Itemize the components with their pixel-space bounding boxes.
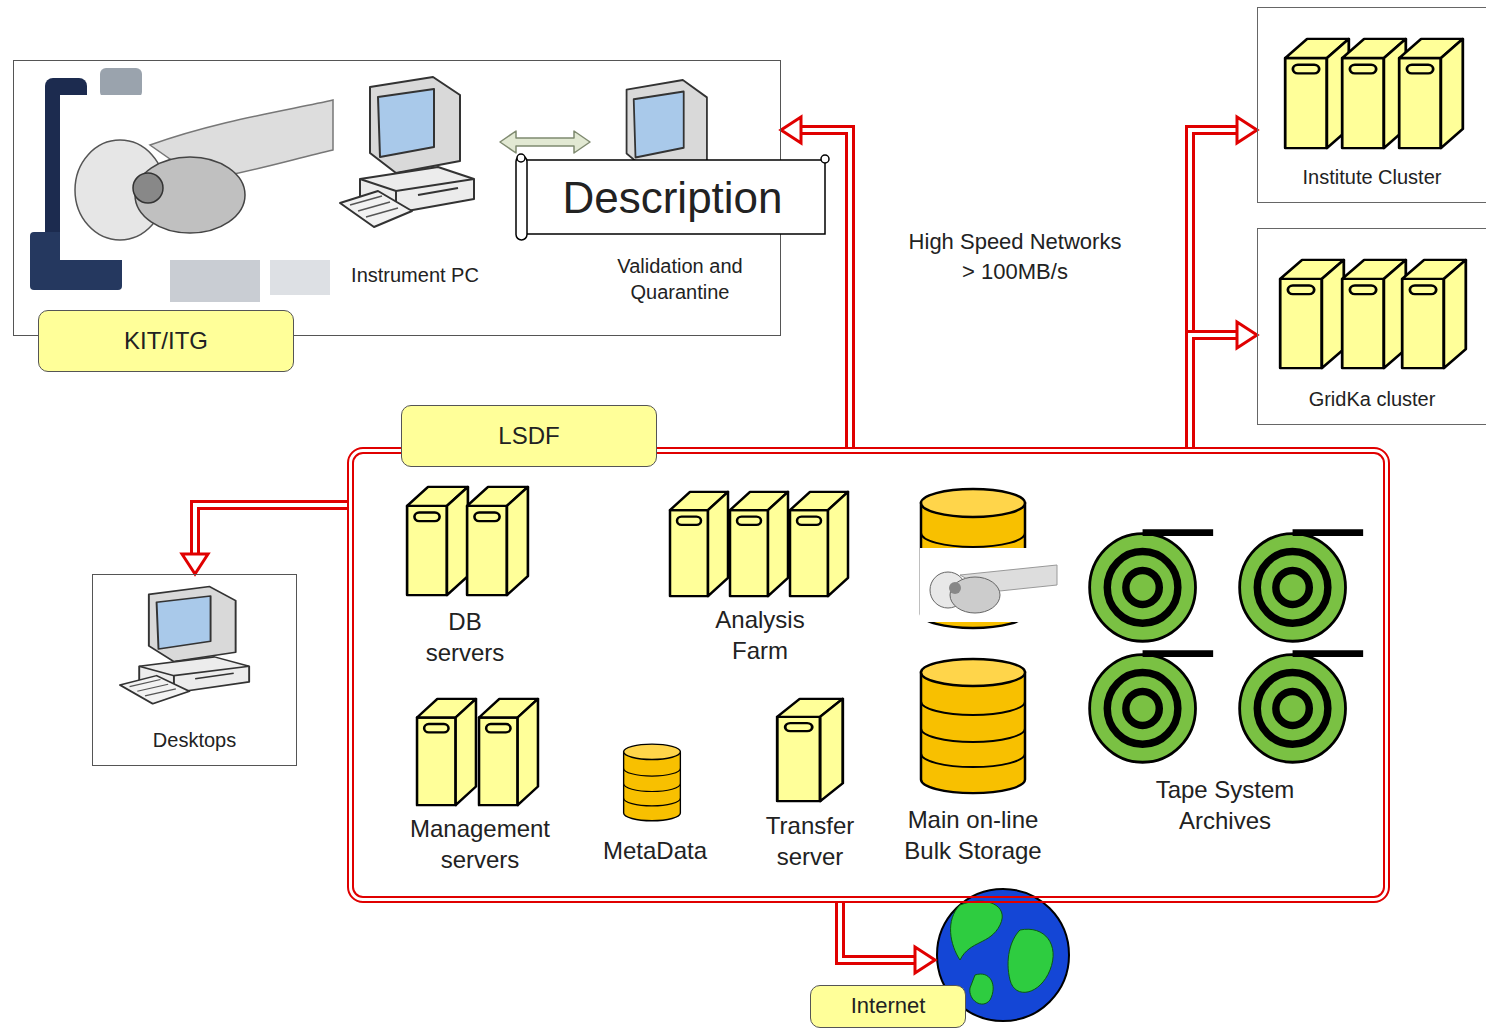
- server-icon: [1285, 39, 1349, 148]
- rect-part: [270, 255, 330, 295]
- disk-icon: [624, 744, 681, 821]
- arrow-head: [182, 554, 208, 574]
- scroll-body: [525, 160, 825, 234]
- tag-label: Internet: [810, 985, 966, 1028]
- arrow-head: [781, 117, 801, 143]
- node-label: DB servers: [410, 606, 520, 668]
- scroll-curl: [821, 155, 829, 163]
- link-outline: [195, 505, 347, 558]
- network-link: [840, 903, 935, 973]
- desktop-icon: [120, 587, 249, 704]
- tag-label: KIT/ITG: [38, 310, 294, 372]
- node-label: Desktops: [100, 727, 290, 753]
- link-outline: [1190, 335, 1241, 447]
- scroll-curl: [517, 154, 525, 162]
- double-arrow: [500, 131, 590, 153]
- server-icon: [479, 699, 538, 805]
- server-icon: [670, 492, 728, 596]
- node-label: Main on-line Bulk Storage: [893, 804, 1053, 866]
- tape-reel: [1240, 654, 1364, 763]
- link-core: [1190, 130, 1241, 447]
- server-icon: [1402, 260, 1466, 368]
- tape-reel: [1090, 654, 1214, 763]
- zebrafish-thumbnail: [920, 548, 1057, 622]
- server-icon: [1342, 39, 1406, 148]
- node-label: Instrument PC: [330, 262, 500, 288]
- link-core: [1190, 335, 1241, 447]
- instrument-pc-icon: [340, 77, 474, 227]
- cluster-box: GridKa cluster: [1257, 228, 1486, 425]
- server-icon: [407, 487, 468, 595]
- network-link: [500, 131, 590, 153]
- computer-node: Instrument PC: [330, 75, 500, 290]
- server-icon: [1342, 260, 1406, 368]
- path-part: [1008, 929, 1053, 992]
- link-core: [840, 903, 919, 960]
- server-group: DB servers: [395, 480, 535, 672]
- node-label: Institute Cluster: [1262, 164, 1482, 190]
- desktop-box: Desktops: [92, 574, 297, 766]
- tape-reel: [1240, 533, 1364, 642]
- scroll-roll: [516, 156, 527, 240]
- link-core: [195, 505, 347, 558]
- network-link: [1190, 322, 1257, 447]
- scroll-callout: Description: [513, 152, 832, 243]
- ellipse-part: [950, 577, 1000, 613]
- server-group: Analysis Farm: [660, 485, 860, 670]
- server-icon: [1399, 39, 1463, 148]
- cluster-box: Institute Cluster: [1257, 7, 1486, 203]
- node-label: MetaData: [590, 835, 720, 866]
- server-icon: [467, 487, 528, 595]
- rect-part: [60, 95, 333, 260]
- path-part: [951, 901, 1003, 960]
- circle-part: [133, 173, 163, 203]
- network-note: High Speed Networks: [909, 229, 1122, 255]
- tag-label: LSDF: [401, 405, 657, 467]
- node-label: Transfer server: [755, 810, 865, 872]
- server-icon: [417, 699, 476, 805]
- disk-icon: [921, 659, 1025, 793]
- tape-reel: [1090, 533, 1214, 642]
- arrow-head: [1237, 117, 1257, 143]
- arrow-head: [1237, 322, 1257, 348]
- server-group: Transfer server: [755, 692, 865, 876]
- link-outline: [840, 903, 919, 960]
- rect-part: [100, 68, 142, 98]
- server-icon: [730, 492, 788, 596]
- facility-region: LSDFDB serversAnalysis FarmManagement se…: [347, 447, 1390, 903]
- node-label: GridKa cluster: [1262, 386, 1482, 412]
- rect-part: [920, 548, 1057, 622]
- path-part: [970, 974, 993, 1004]
- node-label: Analysis Farm: [695, 604, 825, 666]
- node-label: Tape System Archives: [1135, 774, 1315, 836]
- ellipse-part: [75, 140, 165, 240]
- storage-node: Main on-line Bulk Storage: [893, 652, 1053, 870]
- server-icon: [1280, 260, 1344, 368]
- server-group: Management servers: [400, 692, 560, 879]
- arrow-head: [915, 947, 935, 973]
- circle-part: [949, 582, 961, 594]
- network-note: > 100MB/s: [962, 259, 1068, 285]
- internet-node: Internet: [935, 888, 1072, 1024]
- storage-node: MetaData: [590, 738, 720, 870]
- server-icon: [790, 492, 848, 596]
- network-link: [1190, 117, 1257, 447]
- node-label: Management servers: [400, 813, 560, 875]
- node-label: Description: [562, 169, 782, 226]
- tape-archive: Tape System Archives: [1080, 522, 1370, 840]
- microscope: [30, 68, 333, 302]
- server-icon: [777, 699, 842, 801]
- network-link: [182, 505, 347, 574]
- link-outline: [1190, 130, 1241, 447]
- node-label: Validation and Quarantine: [595, 253, 765, 305]
